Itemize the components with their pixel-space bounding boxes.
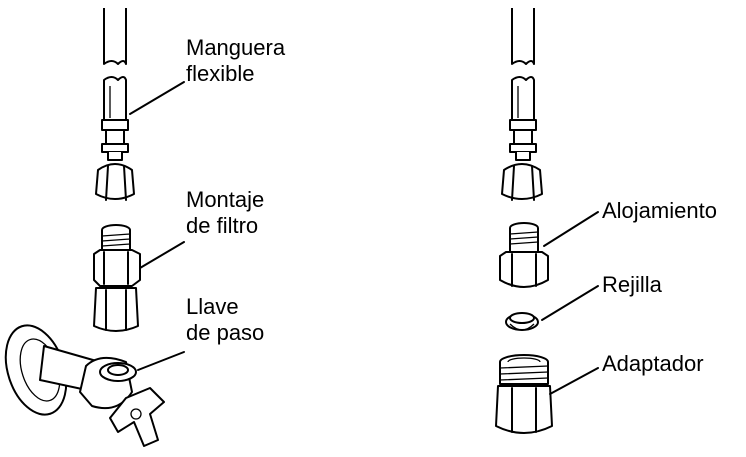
hose-label: Manguera flexible [186, 35, 285, 87]
left-filter-assembly [93, 224, 141, 332]
adapter-leader-line [549, 367, 599, 395]
valve-label-line-2: de paso [186, 320, 265, 345]
housing-leader-line [543, 211, 599, 247]
hose-label-line-1: Manguera [186, 35, 286, 60]
right-flexible-hose [509, 8, 537, 161]
right-screen-washer [505, 312, 539, 331]
screen-label: Rejilla [602, 272, 662, 297]
filter-leader-line [139, 241, 185, 269]
hose-label-line-2: flexible [186, 61, 255, 86]
hose-leader-line [129, 81, 185, 115]
right-adapter [495, 354, 553, 434]
left-leader-lines [129, 81, 185, 371]
screen-leader-line [541, 285, 599, 321]
valve-label-line-1: Llave [186, 294, 239, 319]
left-shutoff-valve [4, 324, 165, 447]
filter-label-line-2: de filtro [186, 213, 259, 238]
filter-label: Montaje de filtro [186, 187, 264, 239]
valve-leader-line [137, 351, 185, 371]
right-compression-nut [501, 163, 543, 201]
valve-label: Llave de paso [186, 294, 264, 346]
left-compression-nut [95, 163, 135, 201]
filter-label-line-1: Montaje [186, 187, 265, 212]
adapter-label: Adaptador [602, 351, 704, 376]
right-housing [499, 222, 549, 288]
left-flexible-hose [101, 8, 129, 161]
housing-label: Alojamiento [602, 198, 717, 223]
right-leader-lines [541, 211, 599, 395]
